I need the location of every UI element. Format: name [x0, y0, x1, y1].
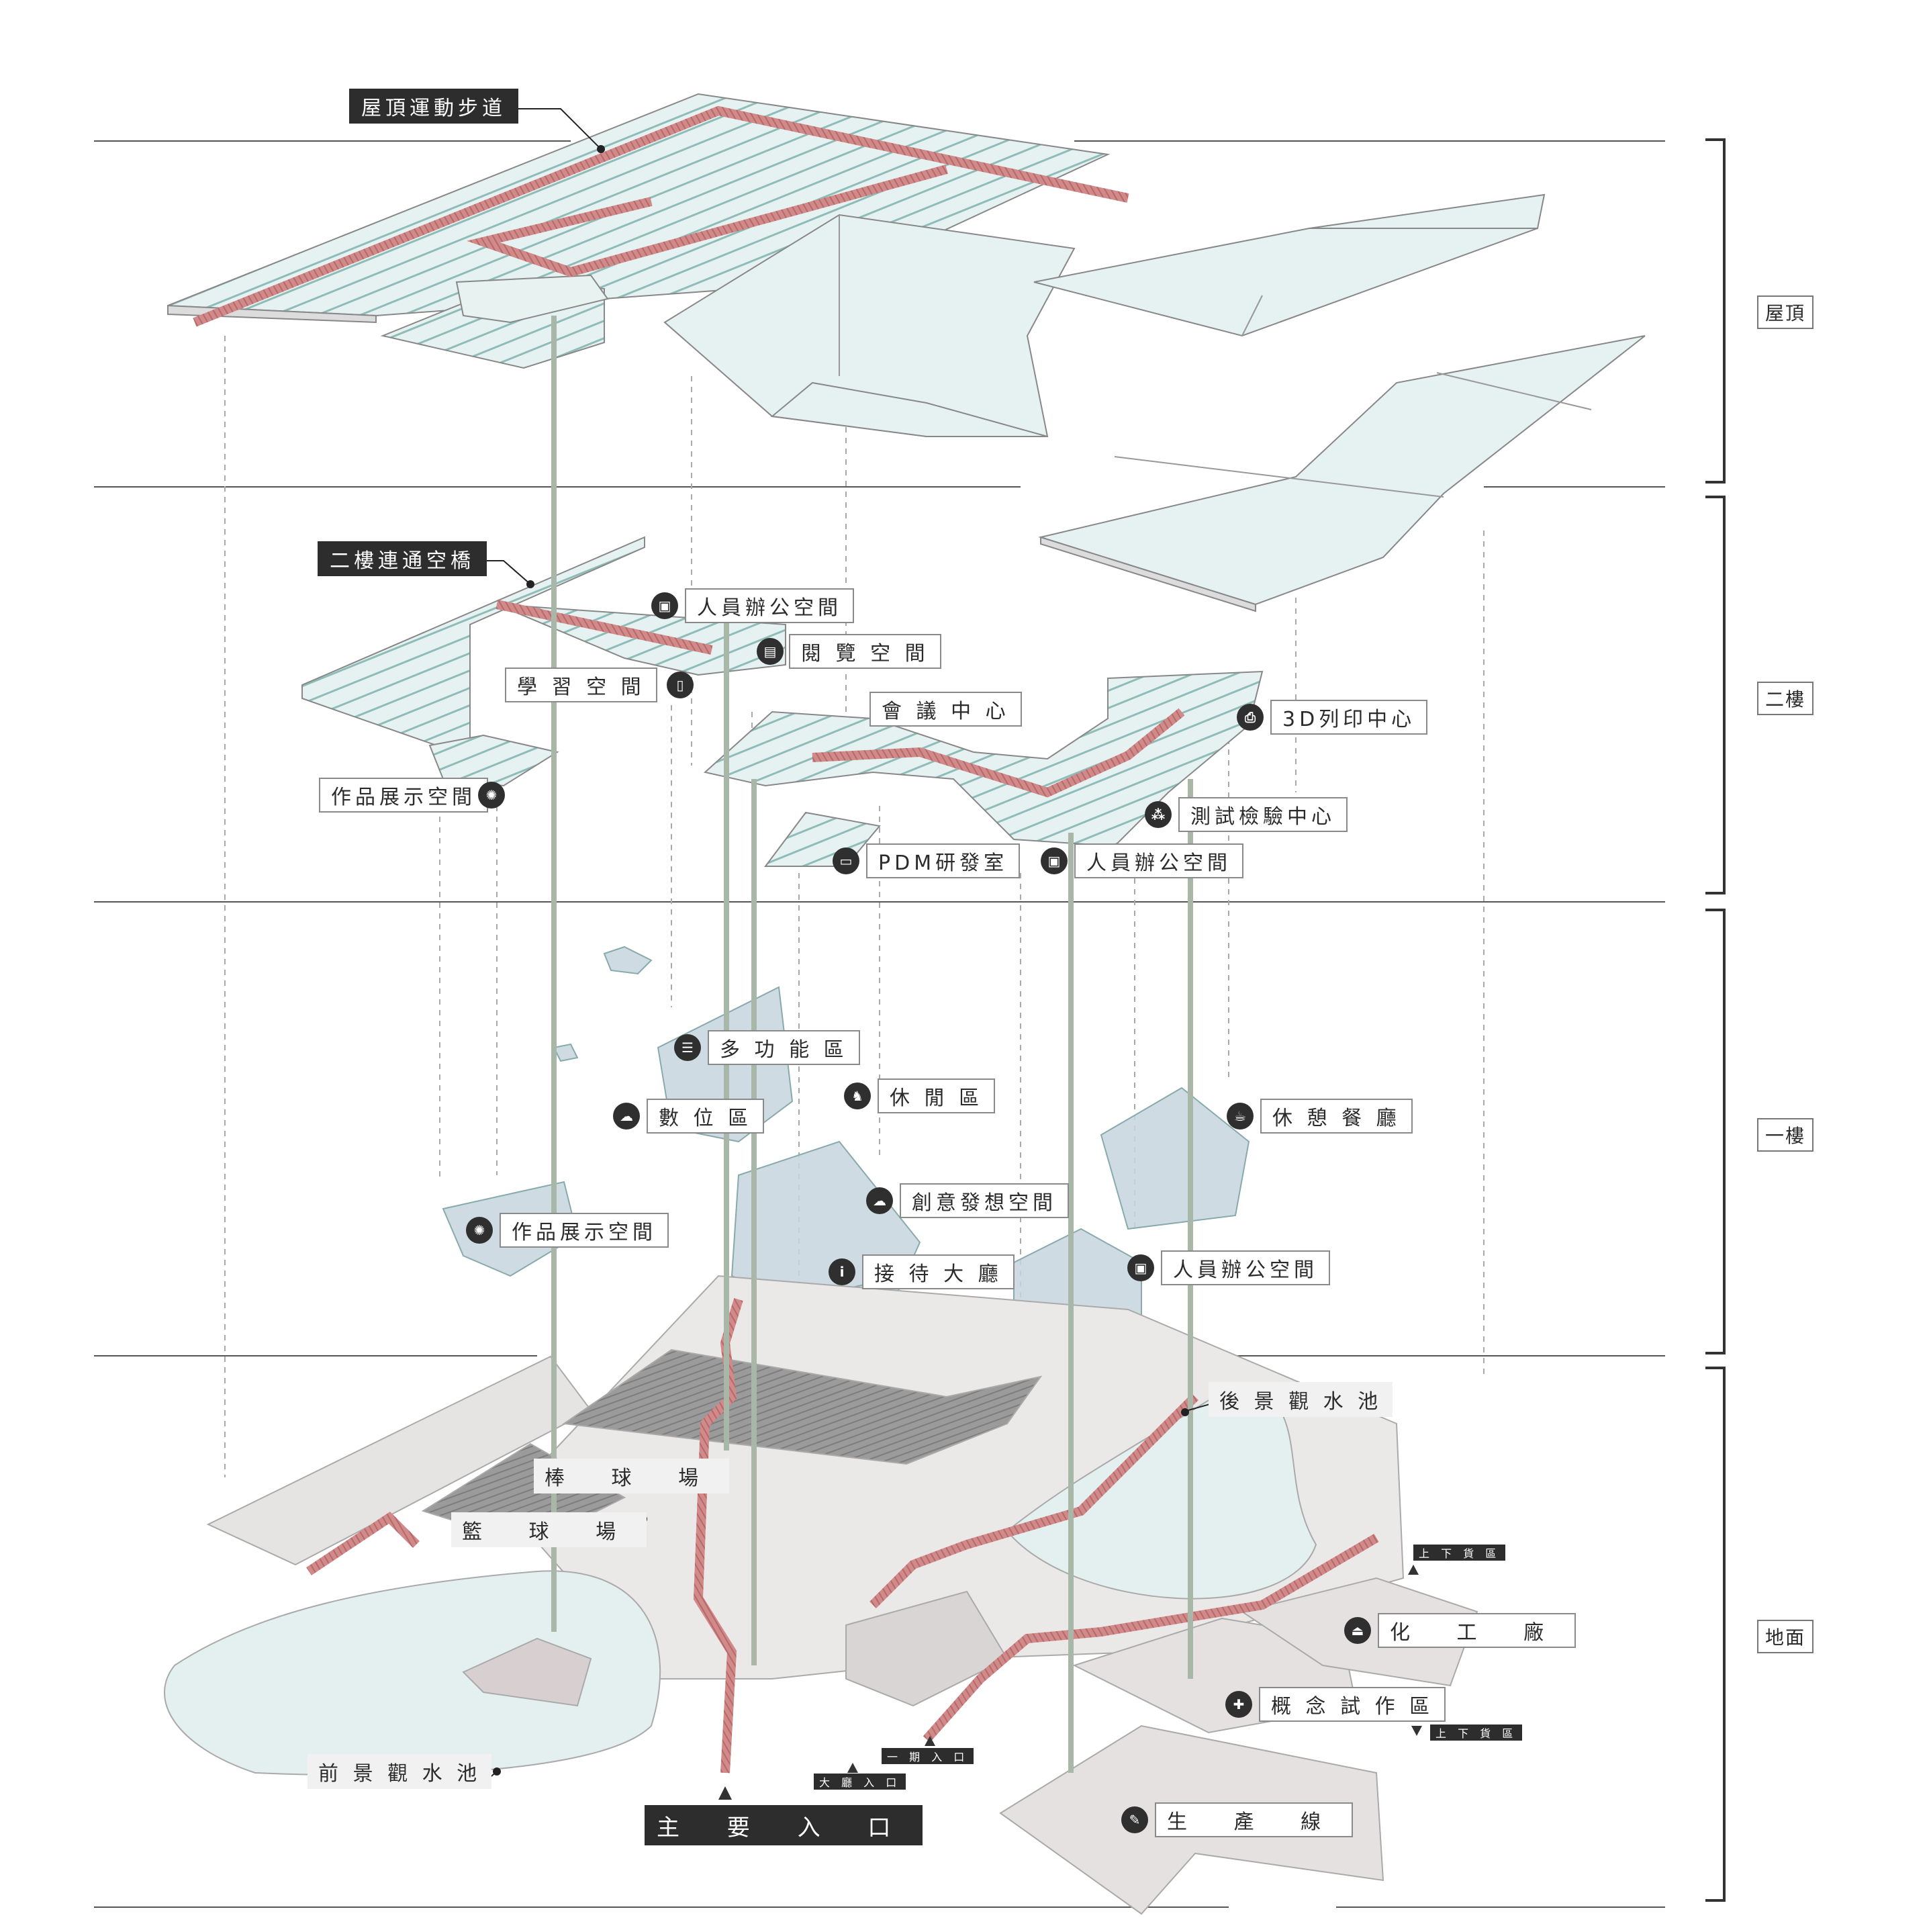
label-roof-walkway: 屋頂運動步道 — [349, 89, 518, 124]
palette-icon: ✺ — [478, 782, 505, 809]
label-pdm: PDM研發室 — [866, 843, 1021, 878]
label-print3d: 3D列印中心 — [1270, 700, 1428, 735]
info-icon: i — [829, 1258, 855, 1285]
floor-lines — [94, 140, 1665, 1908]
level-brackets — [1705, 138, 1726, 1902]
roof-ridge-lines — [839, 215, 1592, 498]
label-reception: 接 待 大 廳 — [862, 1254, 1015, 1289]
tag-phase1-entrance: 一 期 入 口 — [882, 1748, 974, 1764]
label-staff-office-2f-b: 人員辦公空間 — [1074, 843, 1243, 878]
second-floor-bridge — [496, 600, 1185, 798]
level-second: 二樓 — [1757, 682, 1814, 715]
chess-knight-icon: ♞ — [844, 1083, 871, 1109]
ground-walkways — [306, 1297, 1379, 1774]
label-testing: 測試檢驗中心 — [1178, 797, 1348, 832]
label-main-entrance: 主 要 入 口 — [645, 1805, 923, 1845]
eject-icon: ⏏ — [1344, 1617, 1371, 1644]
monitor-icon: ▭ — [833, 847, 859, 874]
entrance-markers — [718, 1565, 1422, 1800]
tag-loading-2: 上 下 貨 區 — [1430, 1724, 1523, 1741]
label-exhibit-2f: 作品展示空間 — [319, 778, 488, 813]
label-reading: 閱 覽 空 間 — [789, 634, 941, 669]
tag-lobby-entrance: 大 廳 入 口 — [814, 1774, 906, 1790]
second-floor-slabs — [301, 536, 1264, 867]
vertical-columns — [551, 316, 1193, 1773]
label-exhibit-1f: 作品展示空間 — [500, 1213, 669, 1248]
label-staff-office-2f-a: 人員辦公空間 — [685, 588, 854, 623]
label-chemical: 化 工 廠 — [1378, 1613, 1576, 1648]
label-multipurpose: 多 功 能 區 — [708, 1030, 860, 1065]
coffee-icon: ☕ — [1227, 1103, 1254, 1130]
label-production: 生 產 線 — [1155, 1802, 1354, 1837]
briefcase-icon: ▣ — [1041, 847, 1068, 874]
list-icon: ☰ — [674, 1034, 701, 1061]
roof-walkway — [193, 105, 1129, 327]
label-study: 學 習 空 間 — [505, 668, 657, 702]
tag-loading-1: 上 下 貨 區 — [1413, 1545, 1506, 1561]
roof-slabs — [167, 93, 1646, 612]
label-sky-bridge: 二樓連通空橋 — [318, 541, 487, 576]
level-roof: 屋頂 — [1757, 295, 1814, 329]
label-front-pool: 前 景 觀 水 池 — [308, 1754, 492, 1789]
label-baseball: 棒 球 場 — [534, 1459, 730, 1493]
cloud-icon: ☁ — [866, 1187, 893, 1214]
label-creative: 創意發想空間 — [900, 1183, 1069, 1218]
wrench-icon: ✎ — [1121, 1806, 1148, 1833]
printer-icon: ⎙ — [1237, 704, 1264, 731]
briefcase-icon: ▣ — [1127, 1254, 1154, 1281]
cloud-upload-icon: ☁ — [613, 1103, 640, 1130]
label-conference: 會 議 中 心 — [869, 692, 1022, 727]
briefcase-icon: ▣ — [651, 592, 678, 619]
document-icon: ▯ — [667, 672, 694, 698]
label-prototype: 概 念 試 作 區 — [1259, 1687, 1446, 1722]
label-cafe: 休 憩 餐 廳 — [1260, 1099, 1413, 1134]
level-ground: 地面 — [1757, 1620, 1814, 1653]
palette-icon: ✺ — [466, 1217, 493, 1244]
label-basketball: 籃 球 場 — [451, 1512, 647, 1547]
book-icon: ▤ — [757, 638, 784, 665]
label-staff-office-1f: 人員辦公空間 — [1161, 1250, 1330, 1285]
level-first: 一樓 — [1757, 1118, 1814, 1152]
label-digital: 數 位 區 — [647, 1099, 765, 1134]
cubes-icon: ⁂ — [1145, 801, 1172, 828]
puzzle-icon: ✚ — [1225, 1691, 1252, 1718]
label-rear-pool: 後 景 觀 水 池 — [1209, 1382, 1393, 1417]
label-leisure: 休 閒 區 — [878, 1078, 996, 1113]
